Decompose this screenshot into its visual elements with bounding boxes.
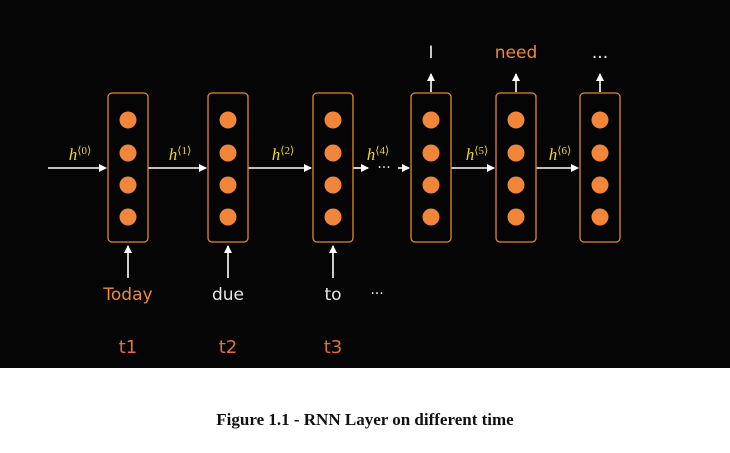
hidden-unit-node	[119, 144, 137, 162]
hidden-state-superscript: ⟨6⟩	[557, 145, 571, 157]
hidden-state-base: h	[272, 145, 281, 164]
hidden-unit-node	[507, 176, 525, 194]
hidden-state-base: h	[367, 145, 376, 164]
hidden-unit-node	[119, 176, 137, 194]
hidden-state-superscript: ⟨5⟩	[474, 145, 488, 157]
rnn-cell	[207, 92, 249, 243]
hidden-unit-node	[422, 111, 440, 129]
hidden-state-label: h⟨5⟩	[466, 145, 489, 164]
hidden-unit-node	[422, 144, 440, 162]
hidden-unit-node	[324, 144, 342, 162]
hidden-unit-node	[119, 111, 137, 129]
time-step-label: t1	[119, 337, 138, 358]
hidden-state-superscript: ⟨0⟩	[77, 145, 91, 157]
hidden-unit-node	[219, 208, 237, 226]
input-word: to	[324, 285, 341, 305]
output-word: I	[428, 43, 433, 63]
hidden-unit-node	[507, 208, 525, 226]
cell-box	[495, 92, 537, 243]
rnn-cell	[312, 92, 354, 243]
hidden-unit-node	[219, 144, 237, 162]
hidden-state-superscript: ⟨2⟩	[280, 145, 294, 157]
hidden-state-base: h	[466, 145, 475, 164]
rnn-cell	[579, 92, 621, 243]
rnn-cell	[107, 92, 149, 243]
hidden-unit-node	[422, 176, 440, 194]
ellipsis-input: ···	[370, 286, 383, 302]
hidden-unit-node	[591, 176, 609, 194]
hidden-unit-node	[591, 208, 609, 226]
ellipsis-mid: ···	[377, 160, 390, 176]
hidden-unit-node	[507, 144, 525, 162]
time-step-label: t2	[219, 337, 238, 358]
hidden-state-base: h	[169, 145, 178, 164]
cell-box	[410, 92, 452, 243]
hidden-unit-node	[119, 208, 137, 226]
hidden-state-superscript: ⟨4⟩	[375, 145, 389, 157]
cell-box	[312, 92, 354, 243]
hidden-unit-node	[324, 176, 342, 194]
hidden-unit-node	[324, 208, 342, 226]
cell-box	[107, 92, 149, 243]
input-word: due	[212, 285, 244, 305]
cell-box	[579, 92, 621, 243]
hidden-unit-node	[219, 111, 237, 129]
hidden-unit-node	[591, 111, 609, 129]
output-word: ...	[592, 43, 608, 63]
cell-layer	[107, 92, 621, 243]
rnn-cell	[410, 92, 452, 243]
figure-caption: Figure 1.1 - RNN Layer on different time	[216, 410, 514, 429]
cell-box	[207, 92, 249, 243]
hidden-unit-node	[591, 144, 609, 162]
input-word: Today	[102, 285, 152, 305]
text-layer: ···h⟨0⟩h⟨1⟩h⟨2⟩h⟨4⟩h⟨5⟩h⟨6⟩Todayt1duet2t…	[69, 43, 608, 358]
hidden-state-label: h⟨0⟩	[69, 145, 92, 164]
hidden-state-label: h⟨4⟩	[367, 145, 390, 164]
hidden-unit-node	[219, 176, 237, 194]
hidden-unit-node	[422, 208, 440, 226]
output-word: need	[495, 43, 537, 63]
hidden-state-label: h⟨1⟩	[169, 145, 192, 164]
hidden-state-superscript: ⟨1⟩	[177, 145, 191, 157]
rnn-cell	[495, 92, 537, 243]
time-step-label: t3	[324, 337, 343, 358]
hidden-unit-node	[324, 111, 342, 129]
arrow-layer	[48, 73, 604, 278]
hidden-unit-node	[507, 111, 525, 129]
hidden-state-base: h	[69, 145, 78, 164]
hidden-state-base: h	[549, 145, 558, 164]
hidden-state-label: h⟨6⟩	[549, 145, 572, 164]
rnn-diagram: ···h⟨0⟩h⟨1⟩h⟨2⟩h⟨4⟩h⟨5⟩h⟨6⟩Todayt1duet2t…	[48, 43, 621, 358]
hidden-state-label: h⟨2⟩	[272, 145, 295, 164]
